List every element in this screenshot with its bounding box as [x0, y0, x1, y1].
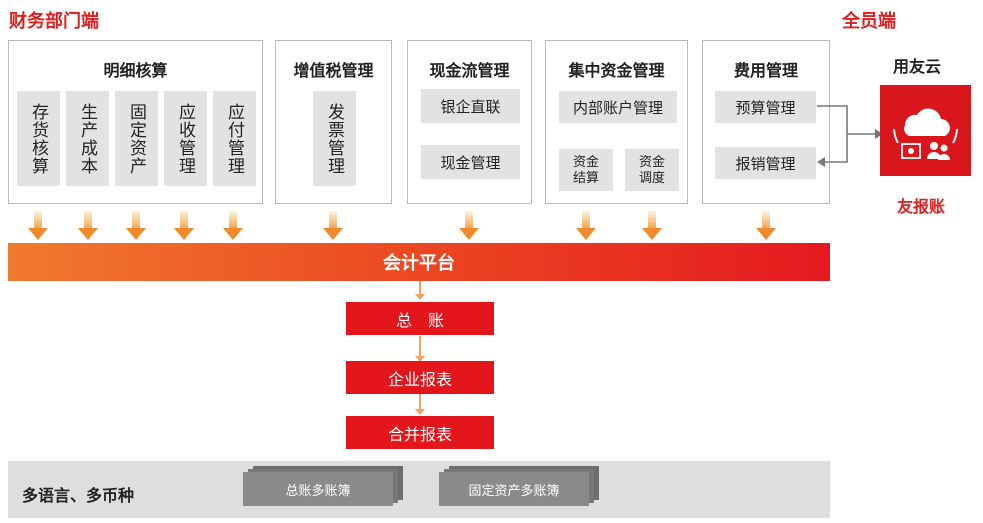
- arrow-down-icon: [415, 294, 425, 300]
- arrow-down-icon: [78, 211, 98, 241]
- module-title: 费用管理: [733, 63, 798, 80]
- arrow-down-icon: [415, 356, 425, 362]
- item-receivables[interactable]: 应收管理: [164, 91, 207, 186]
- consolidated-report-box[interactable]: 合并报表: [346, 416, 494, 449]
- arrow-down-icon: [28, 211, 48, 241]
- flow-connector: [419, 394, 421, 411]
- yonyou-cloud-brand: 用友云: [893, 59, 942, 76]
- item-payables[interactable]: 应付管理: [213, 91, 256, 186]
- module-treasury: 集中资金管理 内部账户管理 资金 结算 资金 调度: [545, 40, 688, 204]
- arrow-down-icon: [174, 211, 194, 241]
- fixed-asset-multi-book[interactable]: 固定资产多账簿: [439, 466, 599, 506]
- arrow-down-icon: [756, 211, 776, 241]
- item-fund-dispatch[interactable]: 资金 调度: [625, 149, 679, 191]
- module-title: 增值税管理: [293, 63, 374, 80]
- multi-language-currency-label: 多语言、多币种: [22, 488, 135, 505]
- finance-dept-title: 财务部门端: [9, 11, 99, 31]
- accounting-platform-bar[interactable]: 会计平台: [8, 243, 830, 281]
- expense-app-connector: [817, 105, 883, 167]
- flow-connector: [419, 281, 421, 296]
- arrow-down-icon: [223, 211, 243, 241]
- module-expense: 费用管理 预算管理 报销管理: [702, 40, 830, 204]
- module-title: 集中资金管理: [568, 63, 665, 80]
- arrow-down-icon: [126, 211, 146, 241]
- connector-line: [817, 105, 848, 163]
- arrow-right-icon: [875, 129, 883, 139]
- item-internal-account[interactable]: 内部账户管理: [559, 91, 677, 123]
- item-invoice-management[interactable]: 发票管理: [313, 91, 356, 186]
- arrow-down-icon: [459, 211, 479, 241]
- item-inventory-accounting[interactable]: 存货核算: [17, 91, 60, 186]
- general-ledger-box[interactable]: 总 账: [346, 302, 494, 335]
- all-staff-title: 全员端: [842, 11, 896, 31]
- app-name-label: 友报账: [897, 199, 946, 216]
- app-logo-tile[interactable]: [880, 85, 971, 176]
- item-fixed-assets[interactable]: 固定资产: [115, 91, 158, 186]
- arrow-down-icon: [323, 211, 343, 241]
- module-cashflow: 现金流管理 银企直联 现金管理: [407, 40, 532, 204]
- gl-multi-book[interactable]: 总账多账簿: [243, 466, 403, 506]
- item-cash-management[interactable]: 现金管理: [421, 145, 520, 179]
- item-fund-settlement[interactable]: 资金 结算: [559, 149, 613, 191]
- cloud-people-icon: [893, 108, 958, 160]
- enterprise-report-box[interactable]: 企业报表: [346, 361, 494, 394]
- item-bank-direct[interactable]: 银企直联: [421, 89, 520, 123]
- flow-connector: [419, 336, 421, 358]
- module-title: 现金流管理: [429, 63, 510, 80]
- arrow-down-icon: [415, 409, 425, 415]
- module-detail-accounting: 明细核算 存货核算 生产成本 固定资产 应收管理 应付管理: [8, 40, 263, 204]
- item-production-cost[interactable]: 生产成本: [66, 91, 109, 186]
- multi-language-currency-bar: [8, 461, 830, 518]
- arrow-down-icon: [576, 211, 596, 241]
- book-label: 总账多账簿: [243, 472, 393, 506]
- book-label: 固定资产多账簿: [439, 472, 589, 506]
- module-title: 明细核算: [103, 63, 168, 80]
- arrow-left-icon: [817, 157, 825, 167]
- module-vat: 增值税管理 发票管理: [275, 40, 392, 204]
- item-reimbursement[interactable]: 报销管理: [715, 147, 816, 179]
- arrow-down-icon: [642, 211, 662, 241]
- item-budget-management[interactable]: 预算管理: [715, 91, 816, 123]
